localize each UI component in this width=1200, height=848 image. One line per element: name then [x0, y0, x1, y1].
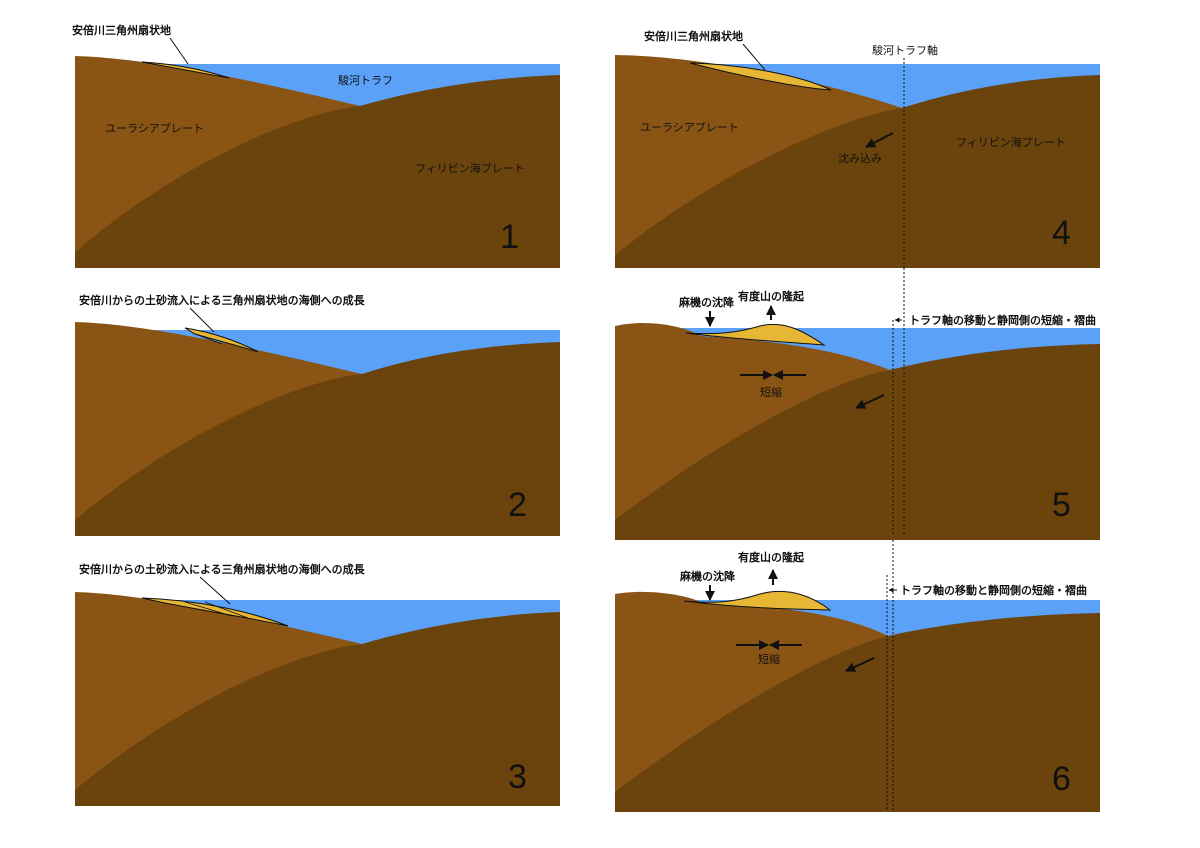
fan-deposit — [141, 597, 289, 627]
panel-number: 4 — [1052, 214, 1071, 252]
fan-leader-line — [169, 37, 189, 65]
fan-layer-line — [194, 333, 223, 345]
panel-number: 2 — [508, 486, 527, 524]
philippine-sea-plate — [615, 344, 1100, 540]
uplift-sediment — [683, 590, 832, 611]
panel-6: 麻機の沈降 有度山の隆起 短縮 トラフ軸の移動と静岡側の短縮・褶曲 6 — [615, 540, 1100, 812]
axis-shift-label: トラフ軸の移動と静岡側の短縮・褶曲 — [900, 583, 1087, 597]
fan-deposit — [689, 62, 832, 91]
panel-number: 6 — [1052, 760, 1071, 798]
fan-leader-line — [189, 307, 215, 333]
fan-leader-line — [199, 576, 231, 605]
fan-label: 安倍川三角州扇状地 — [72, 23, 171, 37]
eurasian-plate — [615, 591, 888, 792]
panel-number: 1 — [500, 218, 519, 256]
subsidence-label: 麻機の沈降 — [678, 295, 735, 309]
panel-1: 安倍川三角州扇状地 駿河トラフ ユーラシアプレート フィリピン海プレート 1 — [72, 23, 560, 268]
fan-deposit — [184, 327, 259, 353]
panel-number: 3 — [508, 758, 527, 796]
subduction-label: 沈み込み — [838, 151, 882, 165]
eurasian-plate-label: ユーラシアプレート — [640, 121, 739, 134]
fan-layer-line — [184, 601, 233, 617]
philippine-sea-plate — [75, 75, 560, 268]
fan-leader-line — [742, 43, 766, 71]
trough-axis-label: 駿河トラフ軸 — [872, 43, 938, 57]
fan-growth-label: 安倍川からの土砂流入による三角州扇状地の海側への成長 — [79, 293, 366, 307]
fan-label: 安倍川三角州扇状地 — [644, 29, 743, 43]
shortening-label: 短縮 — [760, 385, 782, 399]
philippine-sea-plate — [615, 75, 1100, 268]
philippine-sea-plate — [615, 613, 1100, 812]
subduction-arrow — [865, 132, 894, 148]
uplift-label: 有度山の隆起 — [738, 550, 805, 564]
philippine-plate-label: フィリピン海プレート — [956, 135, 1066, 149]
uplift-label: 有度山の隆起 — [738, 289, 805, 303]
trough-label: 駿河トラフ — [338, 73, 393, 87]
uplift-sediment — [685, 323, 826, 346]
eurasian-plate-label: ユーラシアプレート — [105, 122, 204, 135]
axis-shift-label: トラフ軸の移動と静岡側の短縮・褶曲 — [909, 313, 1096, 327]
fan-deposit — [141, 61, 230, 79]
shortening-label: 短縮 — [758, 652, 780, 666]
panel-4: 安倍川三角州扇状地 駿河トラフ軸 ユーラシアプレート フィリピン海プレート 沈み… — [615, 29, 1100, 268]
subduction-arrow — [855, 394, 885, 409]
subduction-arrow — [845, 657, 875, 672]
philippine-sea-plate — [75, 612, 560, 806]
eurasian-plate — [615, 323, 890, 520]
fan-growth-label: 安倍川からの土砂流入による三角州扇状地の海側への成長 — [79, 562, 366, 576]
panel-number: 5 — [1052, 486, 1071, 524]
subsidence-label: 麻機の沈降 — [679, 569, 736, 583]
panel-5: 麻機の沈降 有度山の隆起 短縮 トラフ軸の移動と静岡側の短縮・褶曲 5 — [615, 268, 1100, 540]
panel-2: 安倍川からの土砂流入による三角州扇状地の海側への成長 2 — [75, 293, 560, 536]
philippine-sea-plate — [75, 342, 560, 536]
panel-3: 安倍川からの土砂流入による三角州扇状地の海側への成長 3 — [75, 562, 560, 806]
fan-layer-line — [204, 601, 249, 619]
philippine-plate-label: フィリピン海プレート — [415, 161, 525, 175]
